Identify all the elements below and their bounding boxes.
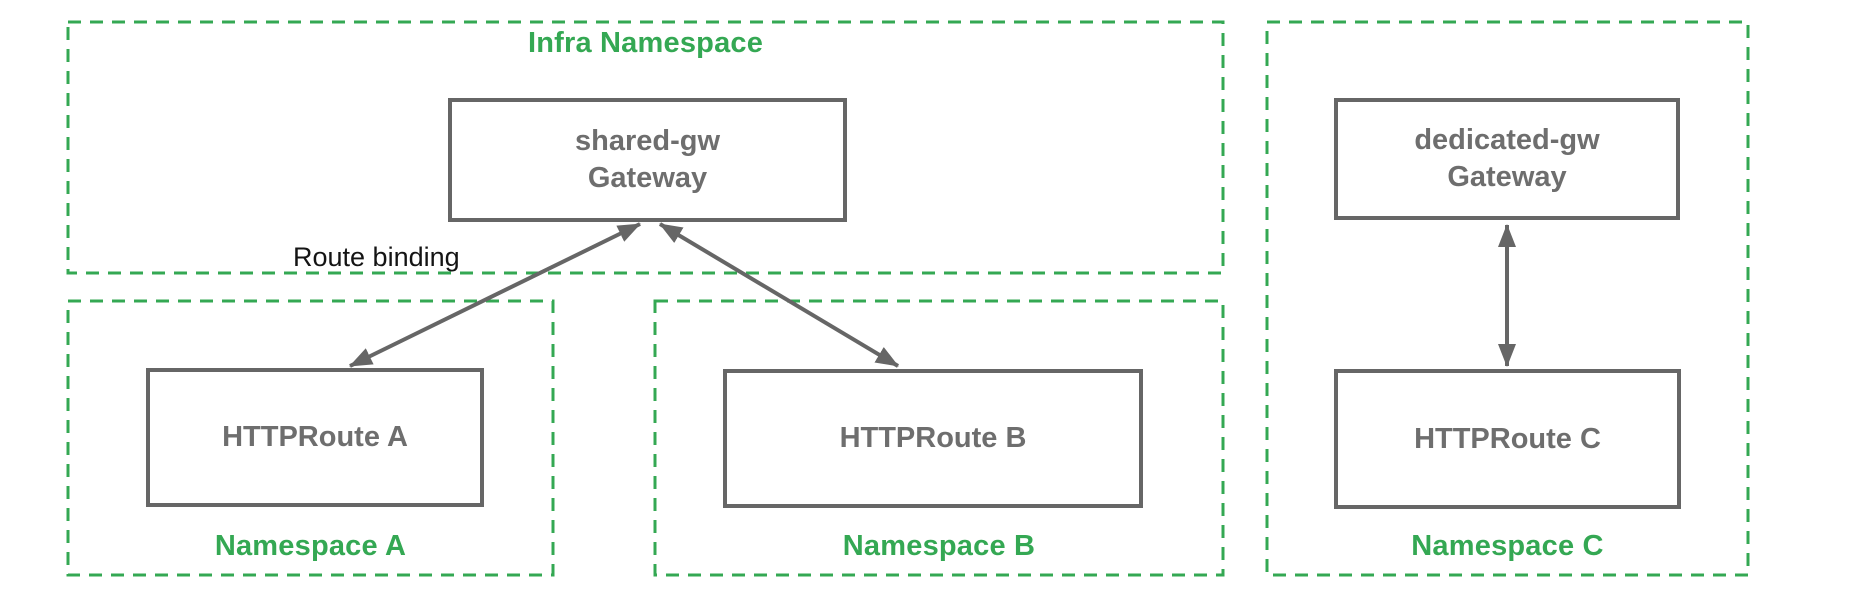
shared-gw-name: shared-gw [574,125,721,157]
infra-namespace-label: Infra Namespace [527,27,764,59]
namespace-b-label: Namespace B [842,530,1036,562]
httproute-b-node: HTTPRoute B [723,369,1143,508]
dedicated-gw-kind: Gateway [1447,161,1567,193]
shared-gw-kind: Gateway [587,162,708,194]
namespace-a-label: Namespace A [214,530,407,562]
dedicated-gw-gateway-node: dedicated-gw Gateway [1334,98,1680,220]
namespace-b-container [653,299,1225,577]
httproute-a-node: HTTPRoute A [146,368,484,507]
infra-namespace-container [66,20,1225,275]
httproute-a-label: HTTPRoute A [222,421,408,453]
dedicated-gw-name: dedicated-gw [1414,124,1600,156]
route-binding-annotation: Route binding [293,242,460,272]
arrow-route-b-to-shared-gw [658,222,900,368]
shared-gw-gateway-node: shared-gw Gateway [448,98,847,222]
httproute-c-label: HTTPRoute C [1414,422,1601,455]
httproute-b-label: HTTPRoute B [839,422,1027,454]
namespace-c-label: Namespace C [1411,530,1604,562]
namespace-a-container [66,299,555,577]
namespace-c-container [1265,20,1750,577]
arrow-route-a-to-shared-gw [349,222,641,368]
httproute-c-node: HTTPRoute C [1334,369,1681,509]
